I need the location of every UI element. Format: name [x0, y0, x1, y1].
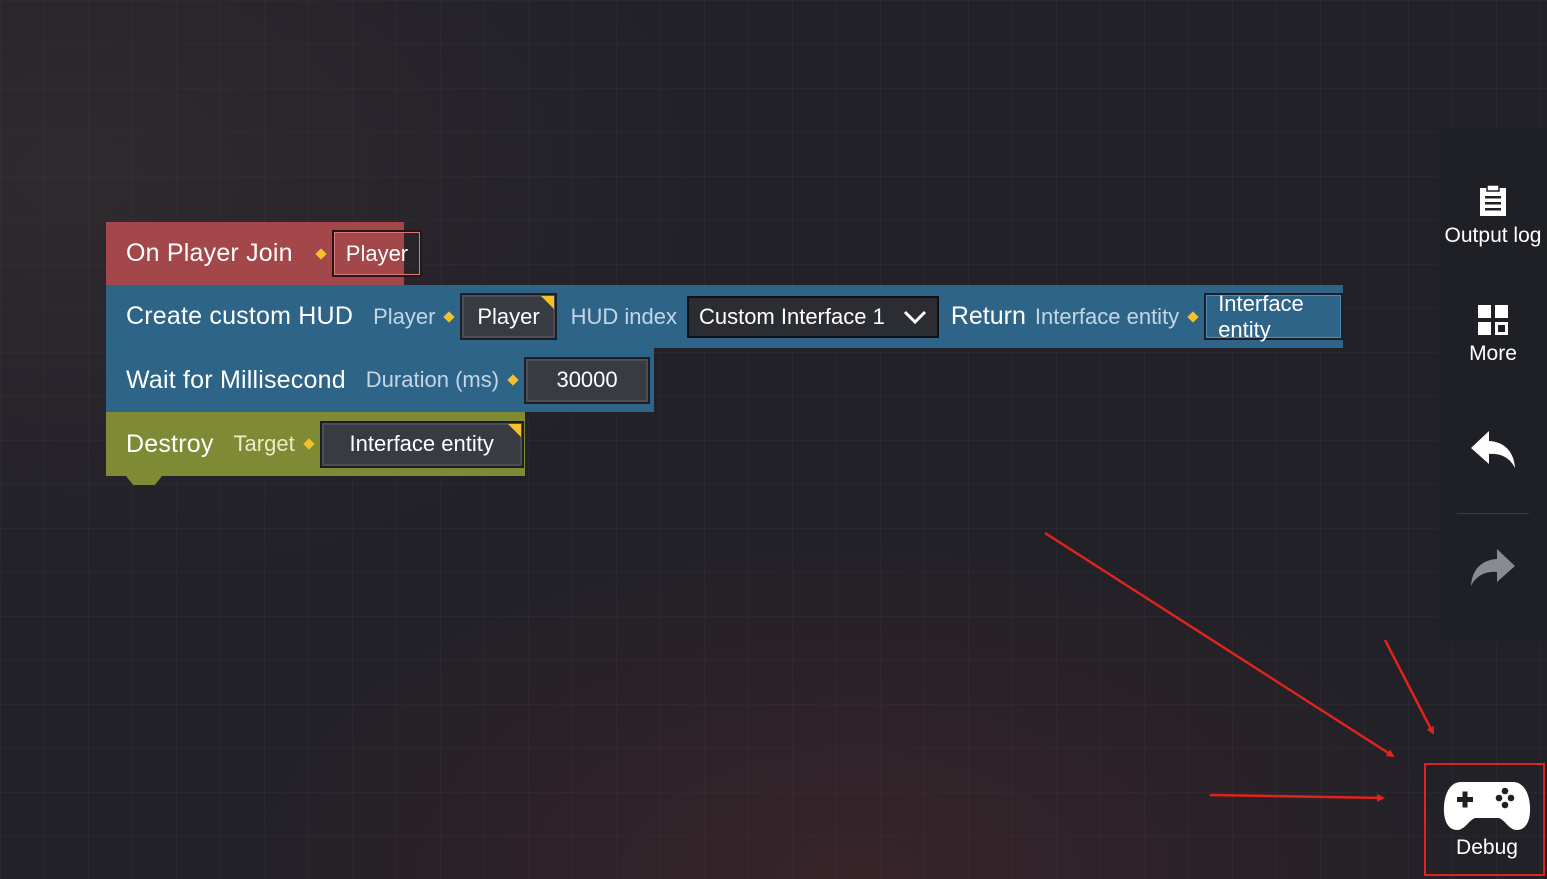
hud-index-param-label: HUD index	[570, 303, 677, 329]
event-player-output[interactable]: Player	[331, 230, 423, 277]
right-toolbar: Output log More	[1439, 128, 1547, 641]
interface-entity-output[interactable]: Interface entity	[1204, 291, 1343, 342]
hud-index-value: Custom Interface 1	[698, 303, 885, 329]
undo-icon	[1471, 431, 1515, 468]
on-player-join-block[interactable]: On Player Join Player	[106, 222, 423, 285]
block-title: Create custom HUD	[126, 302, 354, 330]
debug-highlight-box	[1424, 763, 1545, 876]
hud-index-dropdown[interactable]: Custom Interface 1	[686, 295, 939, 338]
output-log-label: Output log	[1444, 224, 1542, 247]
player-param-label: Player	[373, 303, 436, 329]
debug-button[interactable]: Debug	[1433, 778, 1541, 860]
chevron-down-icon	[903, 310, 926, 324]
target-param-label: Target	[233, 431, 295, 456]
duration-param-label: Duration (ms)	[365, 367, 500, 392]
player-input-slot[interactable]: Player	[460, 293, 557, 340]
connector-diamond-icon	[443, 310, 456, 323]
return-label: Return	[950, 302, 1026, 330]
block-title: On Player Join	[126, 239, 293, 267]
target-input-slot[interactable]: Interface entity	[319, 420, 524, 468]
redo-icon	[1471, 549, 1515, 586]
undo-button[interactable]	[1439, 428, 1547, 470]
block-title: Destroy	[126, 429, 214, 458]
connector-diamond-icon	[507, 374, 519, 386]
return-param-label: Interface entity	[1034, 303, 1180, 329]
toolbar-divider	[1457, 513, 1529, 514]
grid-icon	[1478, 305, 1508, 335]
more-button[interactable]: More	[1439, 304, 1547, 366]
block-title: Wait for Millisecond	[126, 365, 346, 394]
output-log-button[interactable]: Output log	[1439, 184, 1547, 248]
redo-button[interactable]	[1439, 546, 1547, 588]
clipboard-icon	[1480, 184, 1506, 216]
duration-input[interactable]: 30000	[524, 356, 651, 404]
destroy-block[interactable]: Destroy Target Interface entity	[106, 412, 525, 476]
connector-diamond-icon	[1187, 310, 1199, 323]
wait-for-millisecond-block[interactable]: Wait for Millisecond Duration (ms) 30000	[106, 348, 654, 412]
more-label: More	[1469, 342, 1517, 365]
connector-diamond-icon	[303, 438, 315, 450]
create-custom-hud-block[interactable]: Create custom HUD Player Player HUD inde…	[106, 285, 1343, 348]
debug-label: Debug	[1456, 836, 1518, 859]
gamepad-icon	[1443, 782, 1531, 830]
connector-diamond-icon	[315, 247, 327, 260]
